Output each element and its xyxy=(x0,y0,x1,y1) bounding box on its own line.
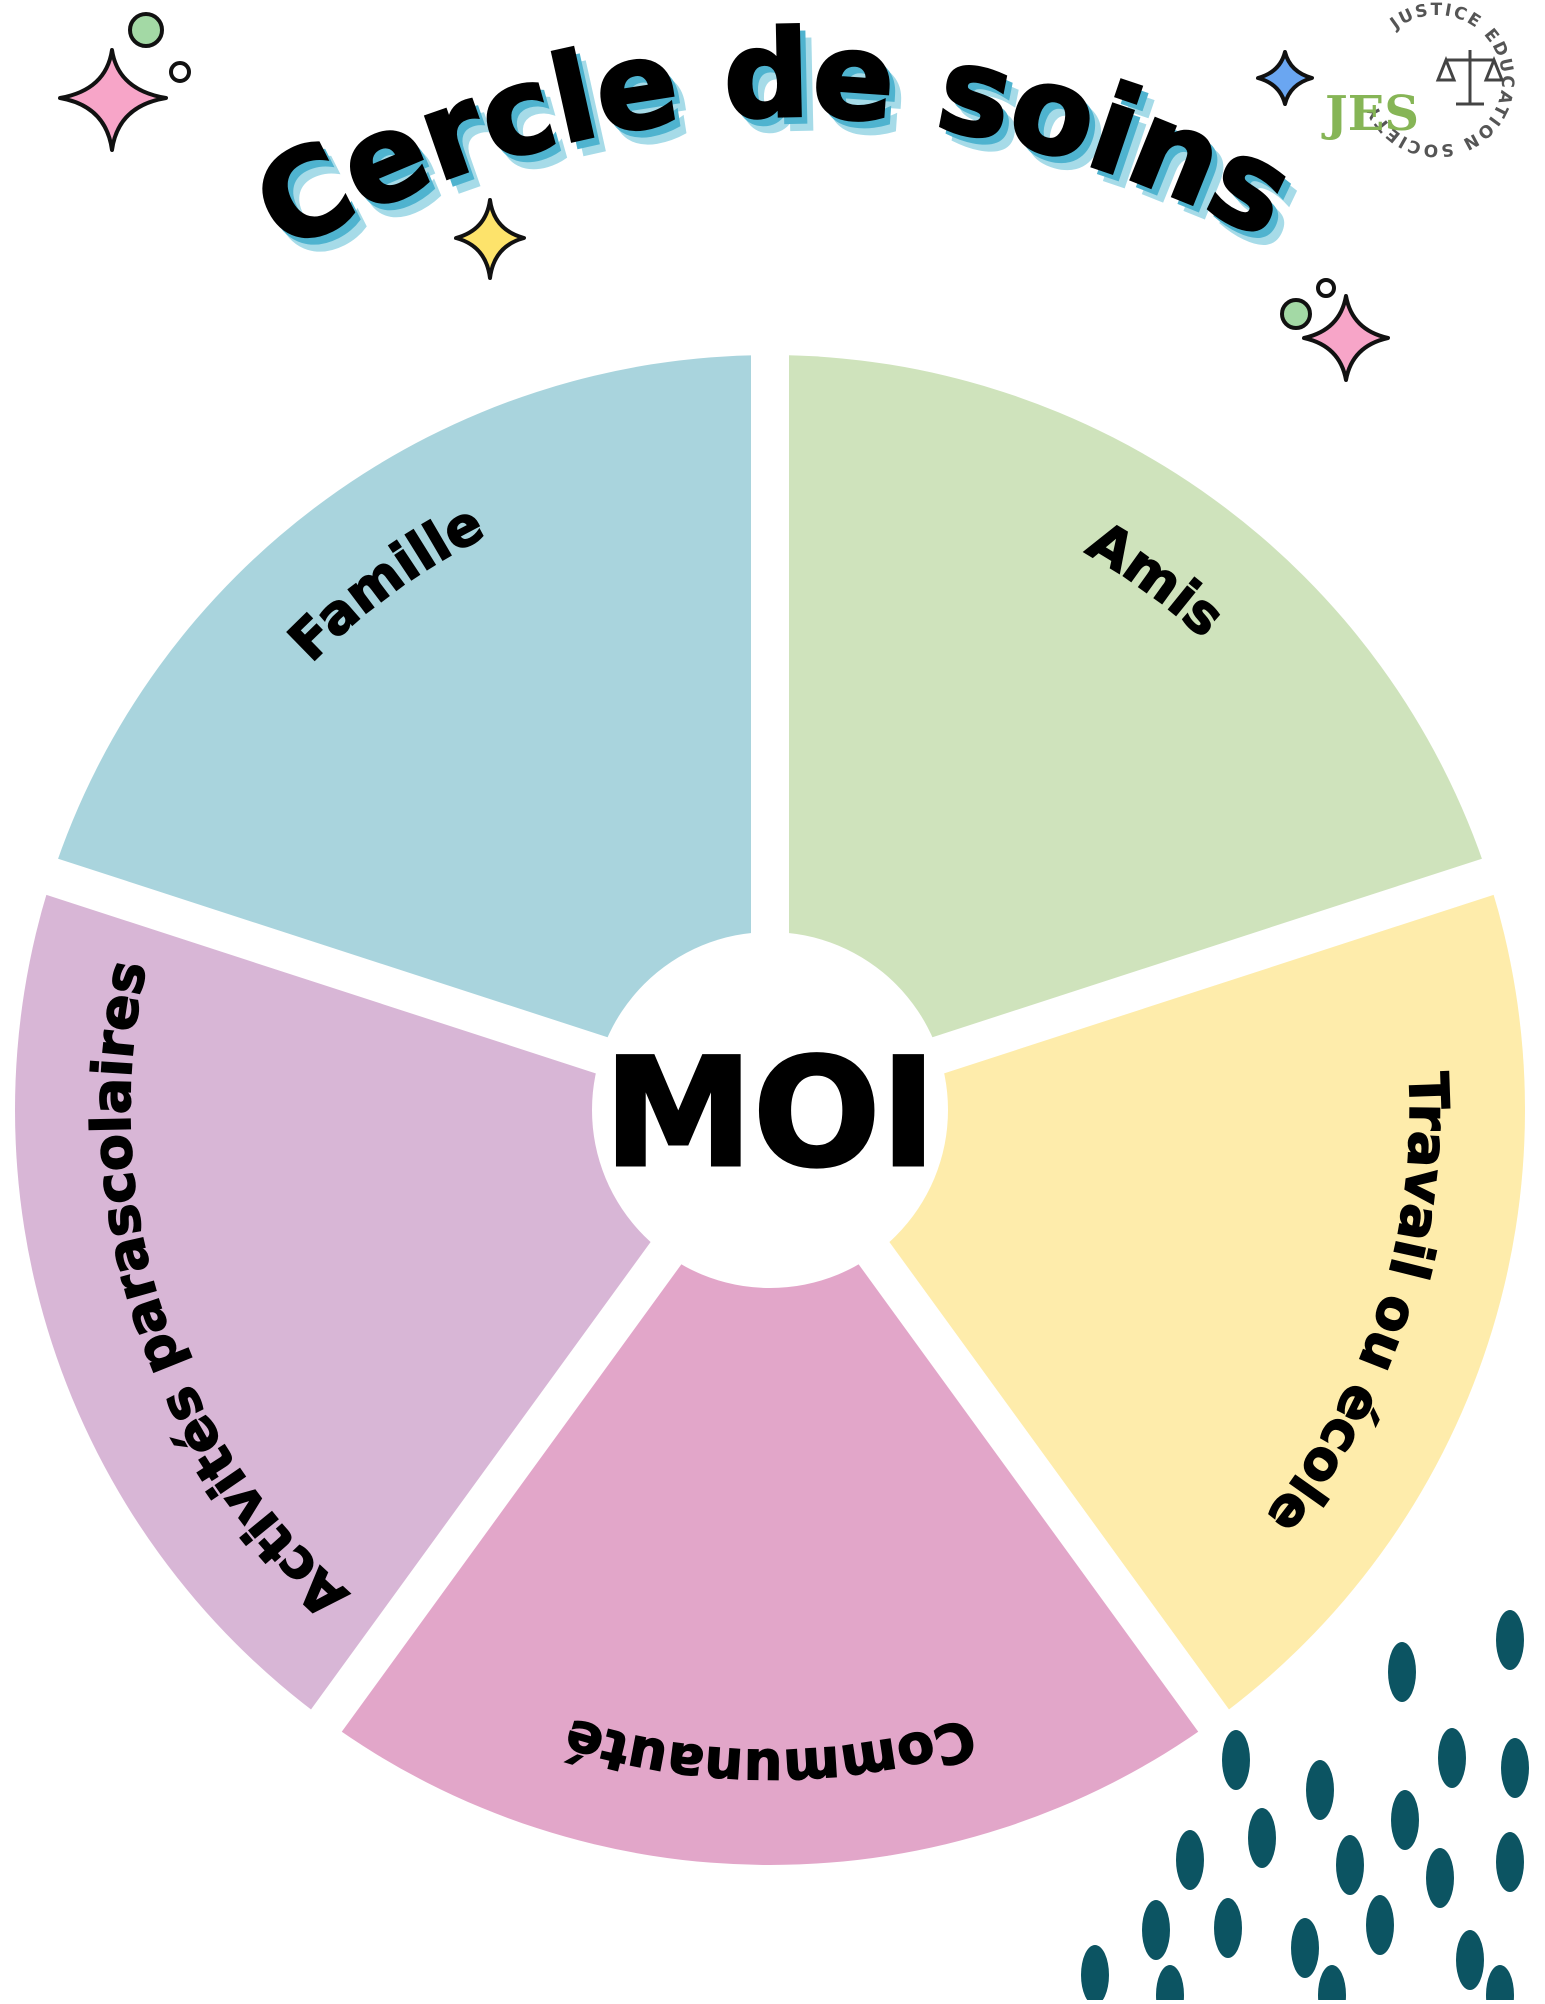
raindrop-shape xyxy=(1456,1930,1484,1990)
page-title: Cercle de soins Cercle de soins Cercle d… xyxy=(233,4,1326,294)
sparkle-group-title xyxy=(454,198,526,280)
raindrop-shape xyxy=(1318,1965,1346,2004)
center-label: MOI xyxy=(604,1027,937,1201)
scales-of-justice-icon xyxy=(1435,50,1505,106)
dot-icon xyxy=(1316,278,1336,298)
raindrop-shape xyxy=(1501,1738,1529,1798)
raindrop-shape xyxy=(1248,1808,1276,1868)
raindrop-shape xyxy=(1222,1730,1250,1790)
raindrop-shape xyxy=(1176,1830,1204,1890)
raindrop-shape xyxy=(1426,1848,1454,1908)
raindrop-shape xyxy=(1496,1832,1524,1892)
sparkle-icon xyxy=(454,198,526,280)
raindrop-shape xyxy=(1486,1965,1514,2004)
logo-letters: JES xyxy=(1321,86,1419,142)
raindrop-shape xyxy=(1156,1965,1184,2004)
sparkle-group-top-left xyxy=(58,12,191,152)
raindrop-shape xyxy=(1214,1898,1242,1958)
wheel-segment xyxy=(770,876,1526,1721)
raindrop-shape xyxy=(1366,1895,1394,1955)
raindrop-shape xyxy=(1081,1945,1109,2004)
dot-icon xyxy=(128,12,164,48)
sparkle-group-top-right xyxy=(1256,50,1314,106)
raindrop-shape xyxy=(1496,1610,1524,1670)
raindrop-shape xyxy=(1142,1900,1170,1960)
raindrop-shape xyxy=(1291,1918,1319,1978)
dot-icon xyxy=(1280,298,1312,330)
dot-icon xyxy=(169,61,191,83)
sparkle-icon xyxy=(1256,50,1314,106)
jes-logo: JUSTICE EDUCATION SOCIETY JES xyxy=(1321,0,1515,160)
raindrop-shape xyxy=(1391,1790,1419,1850)
raindrop-shape xyxy=(1438,1728,1466,1788)
sparkle-icon xyxy=(58,48,168,152)
sparkle-group-right xyxy=(1280,278,1390,382)
raindrop-shape xyxy=(1306,1760,1334,1820)
sparkle-icon xyxy=(1302,294,1390,382)
center-circle xyxy=(592,932,948,1288)
raindrop-shape xyxy=(1388,1642,1416,1702)
center-hub: MOI xyxy=(592,932,948,1288)
wheel-segment xyxy=(14,876,770,1721)
raindrop-shape xyxy=(1336,1835,1364,1895)
wheel-segment xyxy=(326,1110,1214,1866)
raindrop-pattern xyxy=(1081,1610,1529,2004)
